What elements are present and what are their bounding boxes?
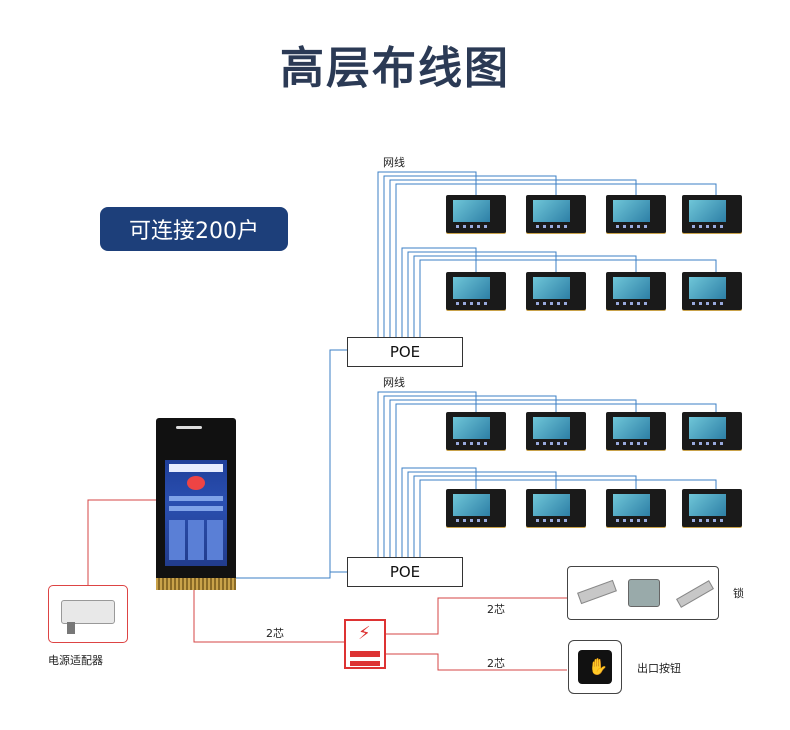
indoor-monitor: [526, 272, 586, 310]
indoor-monitor: [446, 489, 506, 527]
indoor-monitor: [446, 412, 506, 450]
exit-button-label: 出口按钮: [637, 662, 681, 675]
indoor-monitor: [446, 195, 506, 233]
electric-lock-icon: [628, 579, 660, 607]
lock-label: 锁: [733, 587, 744, 600]
indoor-monitor: [606, 272, 666, 310]
network-label-bottom: 网线: [383, 376, 405, 389]
indoor-monitor: [682, 195, 742, 233]
indoor-monitor: [682, 412, 742, 450]
indoor-monitor: [606, 489, 666, 527]
core-label-left: 2芯: [266, 627, 284, 640]
strike-lock-icon: [676, 580, 714, 608]
core-label-lock: 2芯: [487, 603, 505, 616]
capacity-badge: 可连接200户: [100, 207, 288, 251]
power-adapter-icon: [48, 585, 128, 643]
page-title: 高层布线图: [280, 43, 510, 94]
core-label-exit: 2芯: [487, 657, 505, 670]
power-supply-icon: ⚡: [344, 619, 386, 669]
poe-switch-bottom: POE: [347, 557, 463, 587]
speaker-grille: [156, 578, 236, 590]
indoor-monitor: [526, 489, 586, 527]
indoor-monitor: [682, 272, 742, 310]
indoor-monitor: [446, 272, 506, 310]
network-label-top: 网线: [383, 156, 405, 169]
indoor-monitor: [606, 412, 666, 450]
indoor-monitor: [526, 412, 586, 450]
exit-button-icon: ✋: [568, 640, 622, 694]
door-station-screen: [165, 460, 227, 566]
indoor-monitor: [682, 489, 742, 527]
indoor-monitor: [606, 195, 666, 233]
door-station-panel: [156, 418, 236, 590]
magnetic-lock-icon: [577, 579, 617, 605]
adapter-label: 电源适配器: [48, 654, 103, 667]
poe-switch-top: POE: [347, 337, 463, 367]
lock-devices: [567, 566, 719, 620]
camera-icon: [176, 426, 202, 429]
indoor-monitor: [526, 195, 586, 233]
